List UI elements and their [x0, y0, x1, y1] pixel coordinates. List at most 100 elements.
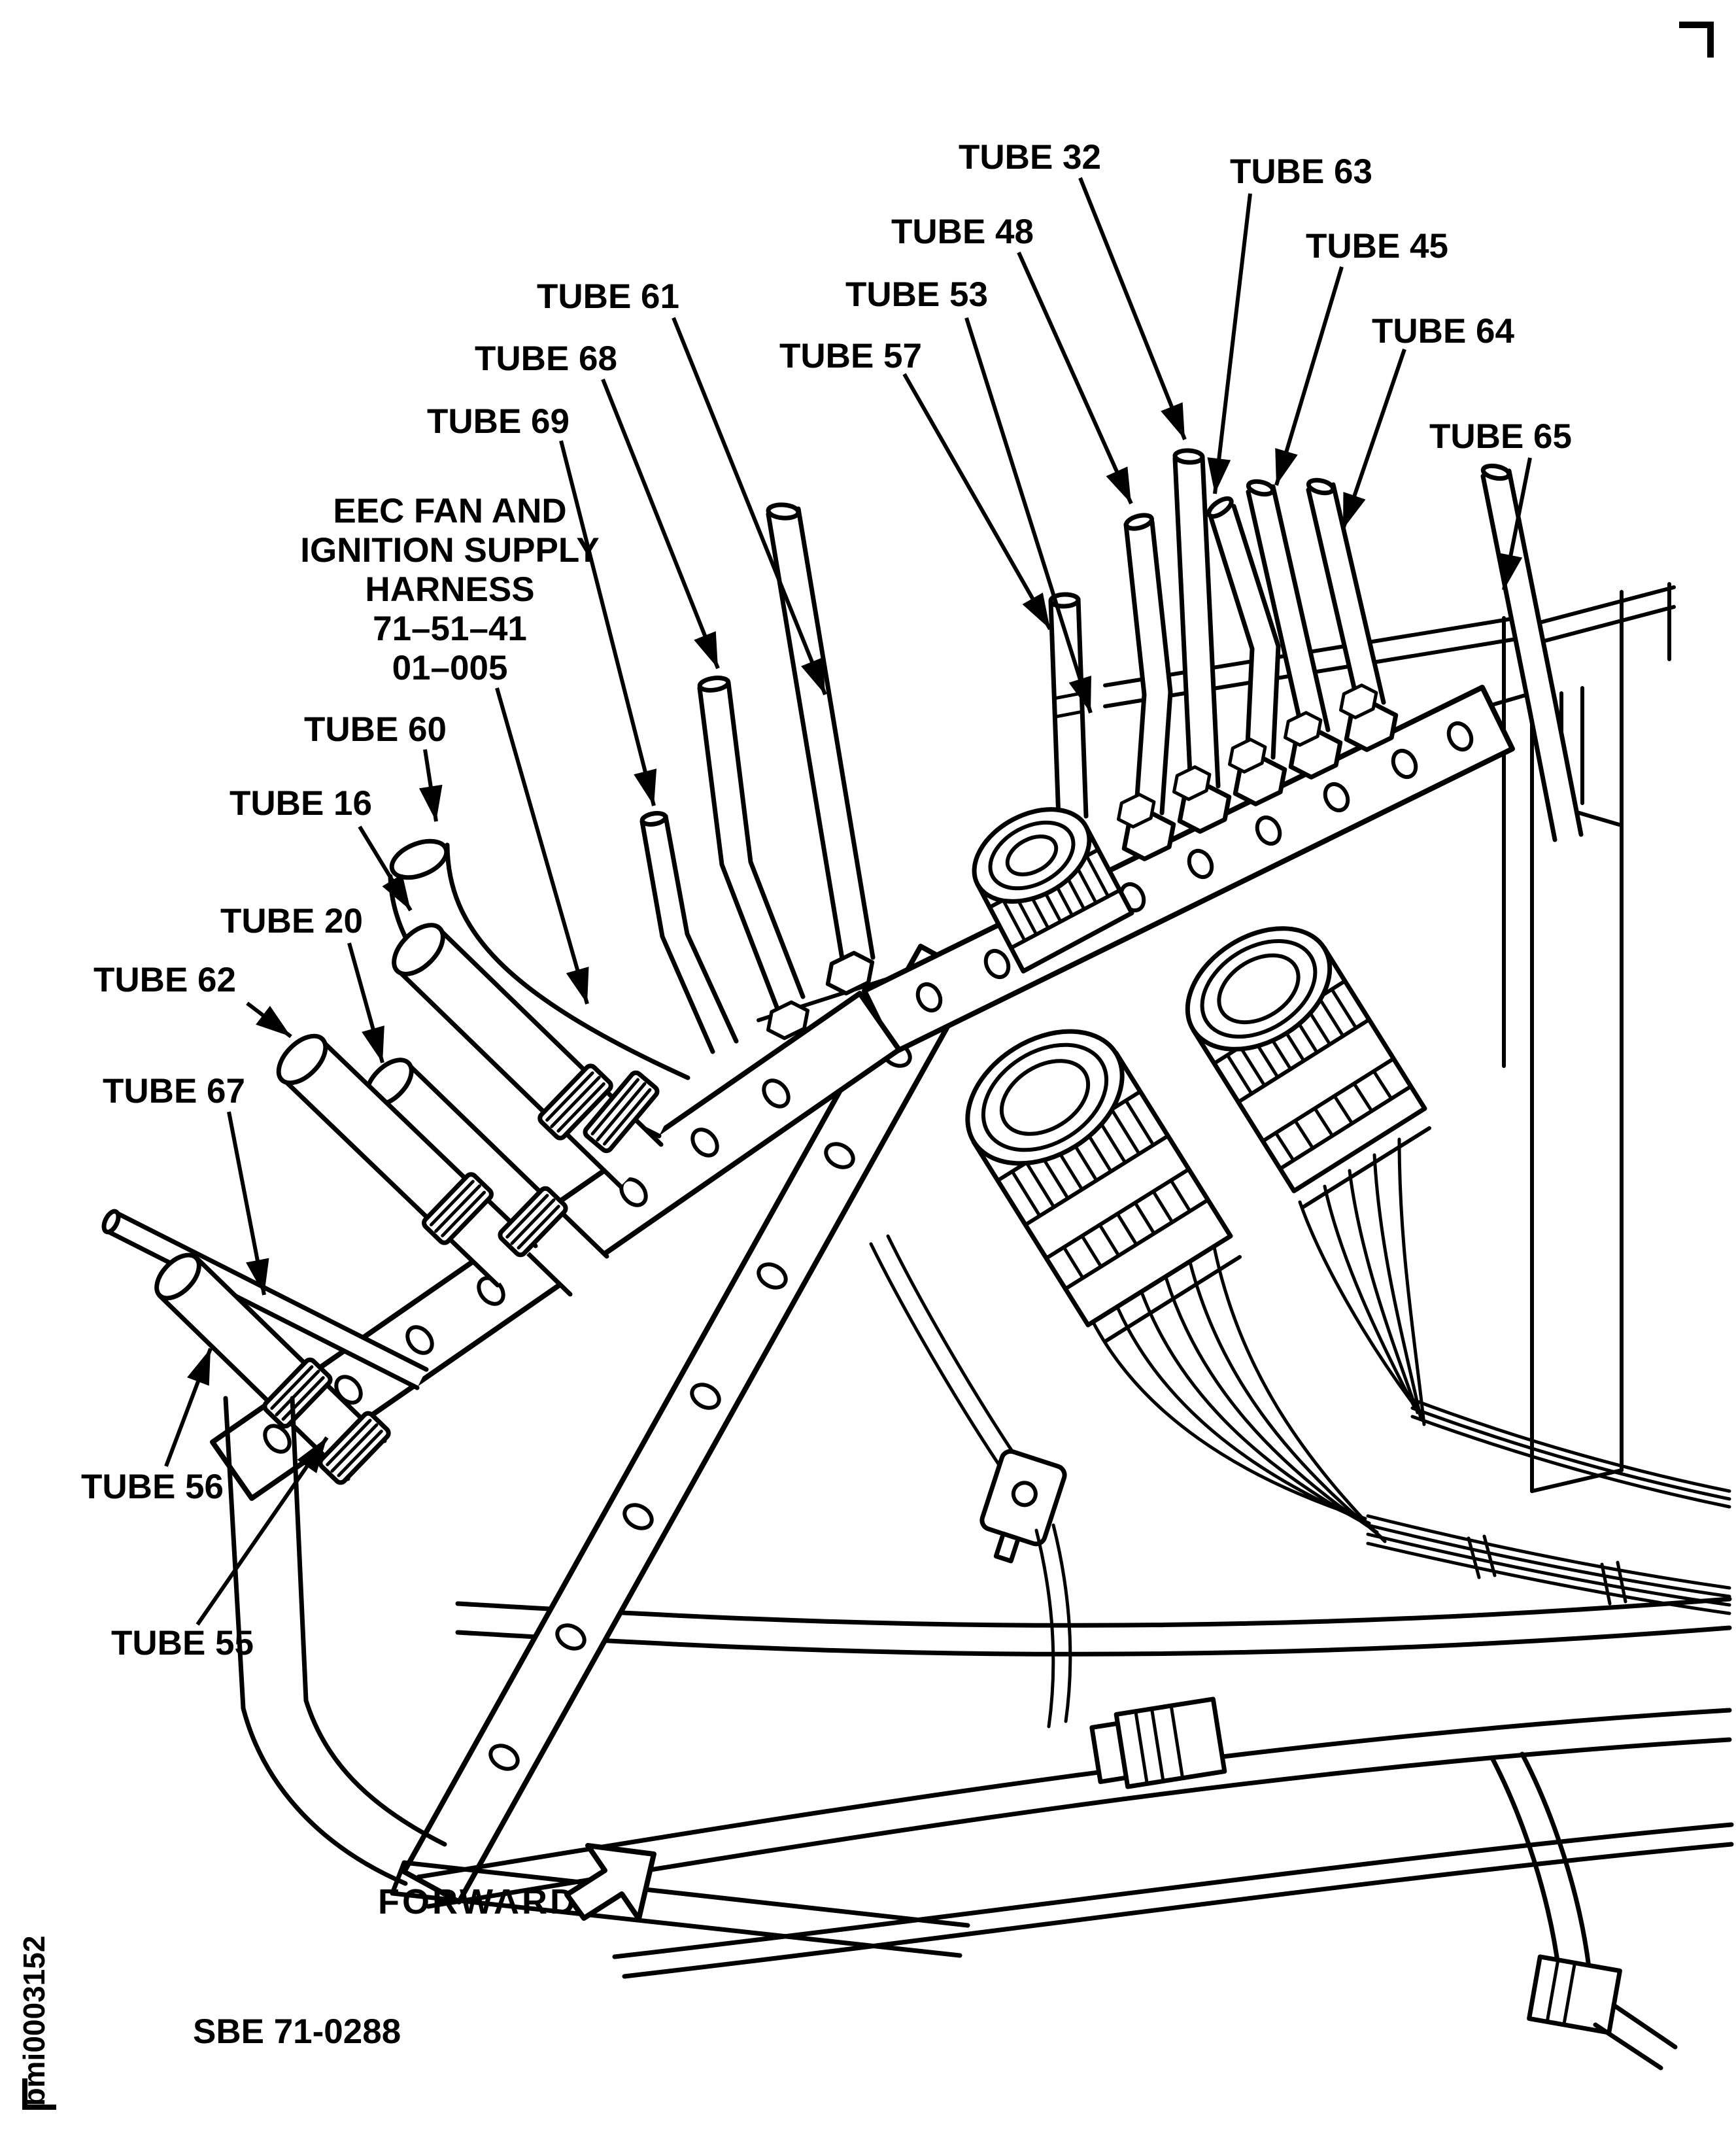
forward-group: FORWARD — [378, 1843, 656, 1921]
harness-wires-bundles — [1091, 1137, 1731, 1615]
rail-hole — [1323, 782, 1350, 813]
connector-2-harness — [1298, 1137, 1426, 1426]
cylinder-face — [972, 807, 1092, 904]
label-tube-20: TUBE 20 — [220, 902, 363, 940]
label-tube-69: TUBE 69 — [427, 402, 570, 441]
tube-56-open-end — [154, 1252, 201, 1301]
rail-hole — [405, 1325, 434, 1355]
connector-1-knurl2 — [1062, 1179, 1192, 1280]
corner-mark-top-right — [1679, 22, 1714, 58]
label-tube-68: TUBE 68 — [475, 339, 617, 378]
elbow-fitting — [1527, 1954, 1622, 2035]
tube-63-open-end — [1206, 496, 1234, 519]
labels: TUBE 32 TUBE 63 TUBE 48 TUBE 45 TUBE 61 … — [81, 138, 1572, 1662]
connector-1-face — [965, 1029, 1125, 1166]
cylinder-face-ring — [988, 820, 1076, 891]
panel-bottom-edge — [1530, 1468, 1624, 1493]
connector-1-harness — [1091, 1245, 1387, 1543]
tube-61-body — [768, 509, 873, 963]
label-tube-55: TUBE 55 — [111, 1624, 254, 1662]
tube-67-edges — [104, 1210, 429, 1390]
tube-45-open-end — [1246, 479, 1276, 497]
tube-48-open-end — [1124, 513, 1154, 531]
leg-curves — [241, 1698, 447, 1886]
deck-top — [1103, 613, 1539, 708]
rail-hole — [263, 1424, 292, 1454]
connector-2-band2-edges — [1261, 1057, 1413, 1171]
corner-mark-bottom-left — [22, 2078, 56, 2110]
leader-tube-57 — [902, 373, 1052, 630]
connector-1-face-ring — [999, 1059, 1091, 1136]
connector-2-face — [1185, 926, 1333, 1052]
long-tube-upper — [455, 1596, 1732, 1657]
label-tube-64: TUBE 64 — [1372, 312, 1514, 351]
bundle-tape — [1467, 1534, 1627, 1606]
hex-fitting — [1284, 711, 1343, 780]
label-tube-48: TUBE 48 — [891, 213, 1034, 251]
leader-lines — [164, 177, 1532, 1626]
tube-20-body — [371, 1063, 607, 1294]
brace-hole — [824, 1142, 855, 1169]
rail-hole — [1446, 721, 1474, 752]
brace-hole — [690, 1383, 721, 1410]
leader-tube-69 — [559, 440, 657, 806]
clamp-collar — [318, 1411, 391, 1485]
rail-upper — [559, 683, 1515, 1062]
tube-45-body — [1248, 487, 1328, 735]
thin-tube-lower — [1034, 1523, 1072, 1729]
leader-tube-64 — [1341, 349, 1406, 530]
leader-tube-48 — [1017, 251, 1133, 505]
label-tube-53: TUBE 53 — [845, 275, 988, 314]
collars — [262, 1063, 660, 1485]
tube-65-edges — [1480, 468, 1584, 842]
leg-edges — [223, 1396, 309, 1711]
tube-68-edges — [697, 680, 806, 1010]
connector-2-face-ring — [1217, 953, 1301, 1025]
brace-hole — [757, 1262, 788, 1290]
tube-63-edges — [1206, 504, 1281, 761]
rail-hole — [1391, 748, 1418, 780]
tube-68-body — [700, 683, 803, 1007]
left-tubes — [101, 838, 690, 1481]
rail-hole — [690, 1127, 719, 1158]
rail-hole — [983, 948, 1011, 980]
callout-line-1: EEC FAN AND — [333, 492, 566, 530]
tube-62-body — [283, 1040, 536, 1285]
elbow-tail — [1593, 2003, 1678, 2071]
leader-tube-55 — [196, 1436, 329, 1626]
cylinder-knurl — [1001, 854, 1110, 942]
clamp-block — [979, 1449, 1067, 1564]
panel-top-edge — [1530, 585, 1676, 646]
callout-line-3: HARNESS — [365, 570, 534, 609]
rail-hole — [1187, 848, 1214, 880]
tube-64-body — [1308, 485, 1384, 708]
tube-64-edges — [1306, 482, 1386, 710]
brace-hole — [488, 1744, 520, 1771]
leader-tube-16 — [358, 825, 413, 912]
hex-fitting — [766, 1000, 809, 1041]
tube-coupling — [1089, 1696, 1227, 1789]
rail-hole — [1255, 815, 1282, 846]
leader-tube-32 — [1078, 177, 1187, 441]
leader-tube-67 — [227, 1111, 269, 1296]
tube-69-edges — [639, 814, 739, 1054]
tube-61-open-end — [766, 502, 801, 521]
tube-60-open-end — [389, 838, 449, 880]
tube-56-body — [160, 1258, 384, 1479]
bundle-2 — [1410, 1398, 1731, 1509]
forward-label: FORWARD — [378, 1882, 578, 1921]
figure-code: SBE 71-0288 — [193, 2012, 401, 2051]
leader-eec-harness — [495, 687, 589, 1005]
hex-fitting — [1339, 683, 1399, 752]
tube-62-open-end — [276, 1033, 328, 1086]
tube-16-open-end — [392, 923, 445, 976]
label-tube-63: TUBE 63 — [1230, 152, 1372, 191]
label-tube-45: TUBE 45 — [1306, 227, 1448, 266]
leader-tube-45 — [1274, 266, 1344, 486]
leader-tube-20 — [347, 942, 384, 1063]
hex-fitting — [1228, 738, 1287, 806]
hex-fitting — [1172, 765, 1232, 834]
connector-1 — [965, 1029, 1242, 1343]
brace-hole — [622, 1503, 654, 1530]
edge-code: bmi0003152 — [17, 1936, 51, 2107]
